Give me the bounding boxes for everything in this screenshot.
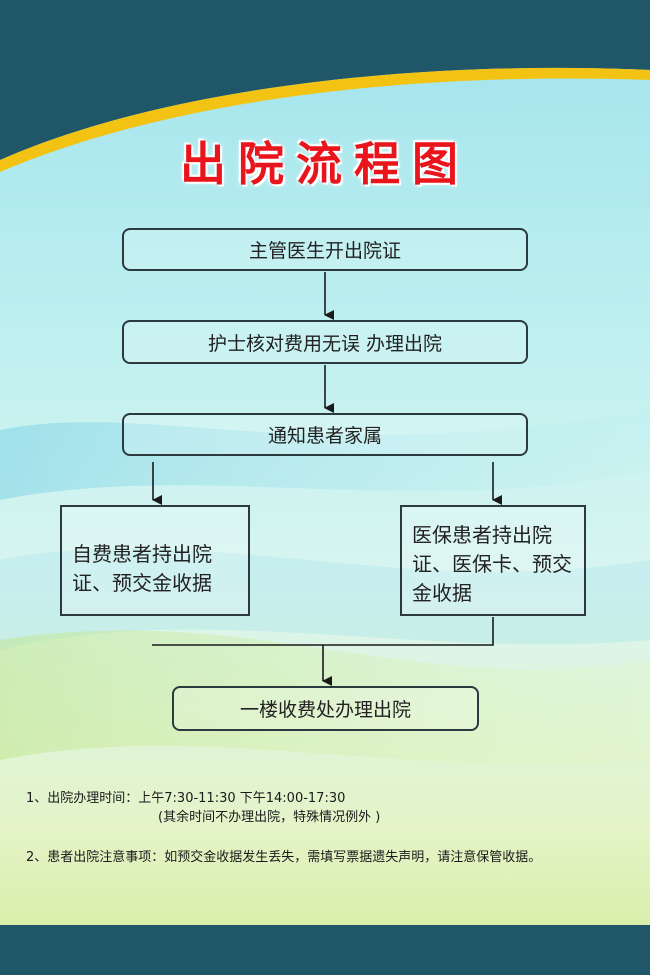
note-hours-exception: (其余时间不办理出院，特殊情况例外 ) bbox=[158, 810, 381, 825]
step-self-pay: 自费患者持出院证、预交金收据 bbox=[60, 505, 250, 616]
step-cashier: 一楼收费处办理出院 bbox=[172, 686, 479, 731]
note-hours: 1、出院办理时间：上午7:30-11:30 下午14:00-17:30 bbox=[26, 791, 346, 806]
page-title: 出院流程图 bbox=[180, 137, 470, 191]
connector-n5-merge bbox=[152, 617, 494, 646]
step-notify-family: 通知患者家属 bbox=[122, 413, 528, 456]
step-doctor-discharge: 主管医生开出院证 bbox=[122, 228, 528, 271]
note-receipt: 2、患者出院注意事项：如预交金收据发生丢失，需填写票据遗失声明，请注意保管收据。 bbox=[26, 850, 542, 865]
step-insured: 医保患者持出院证、医保卡、预交金收据 bbox=[400, 505, 586, 616]
step-nurse-verify: 护士核对费用无误 办理出院 bbox=[122, 320, 528, 364]
